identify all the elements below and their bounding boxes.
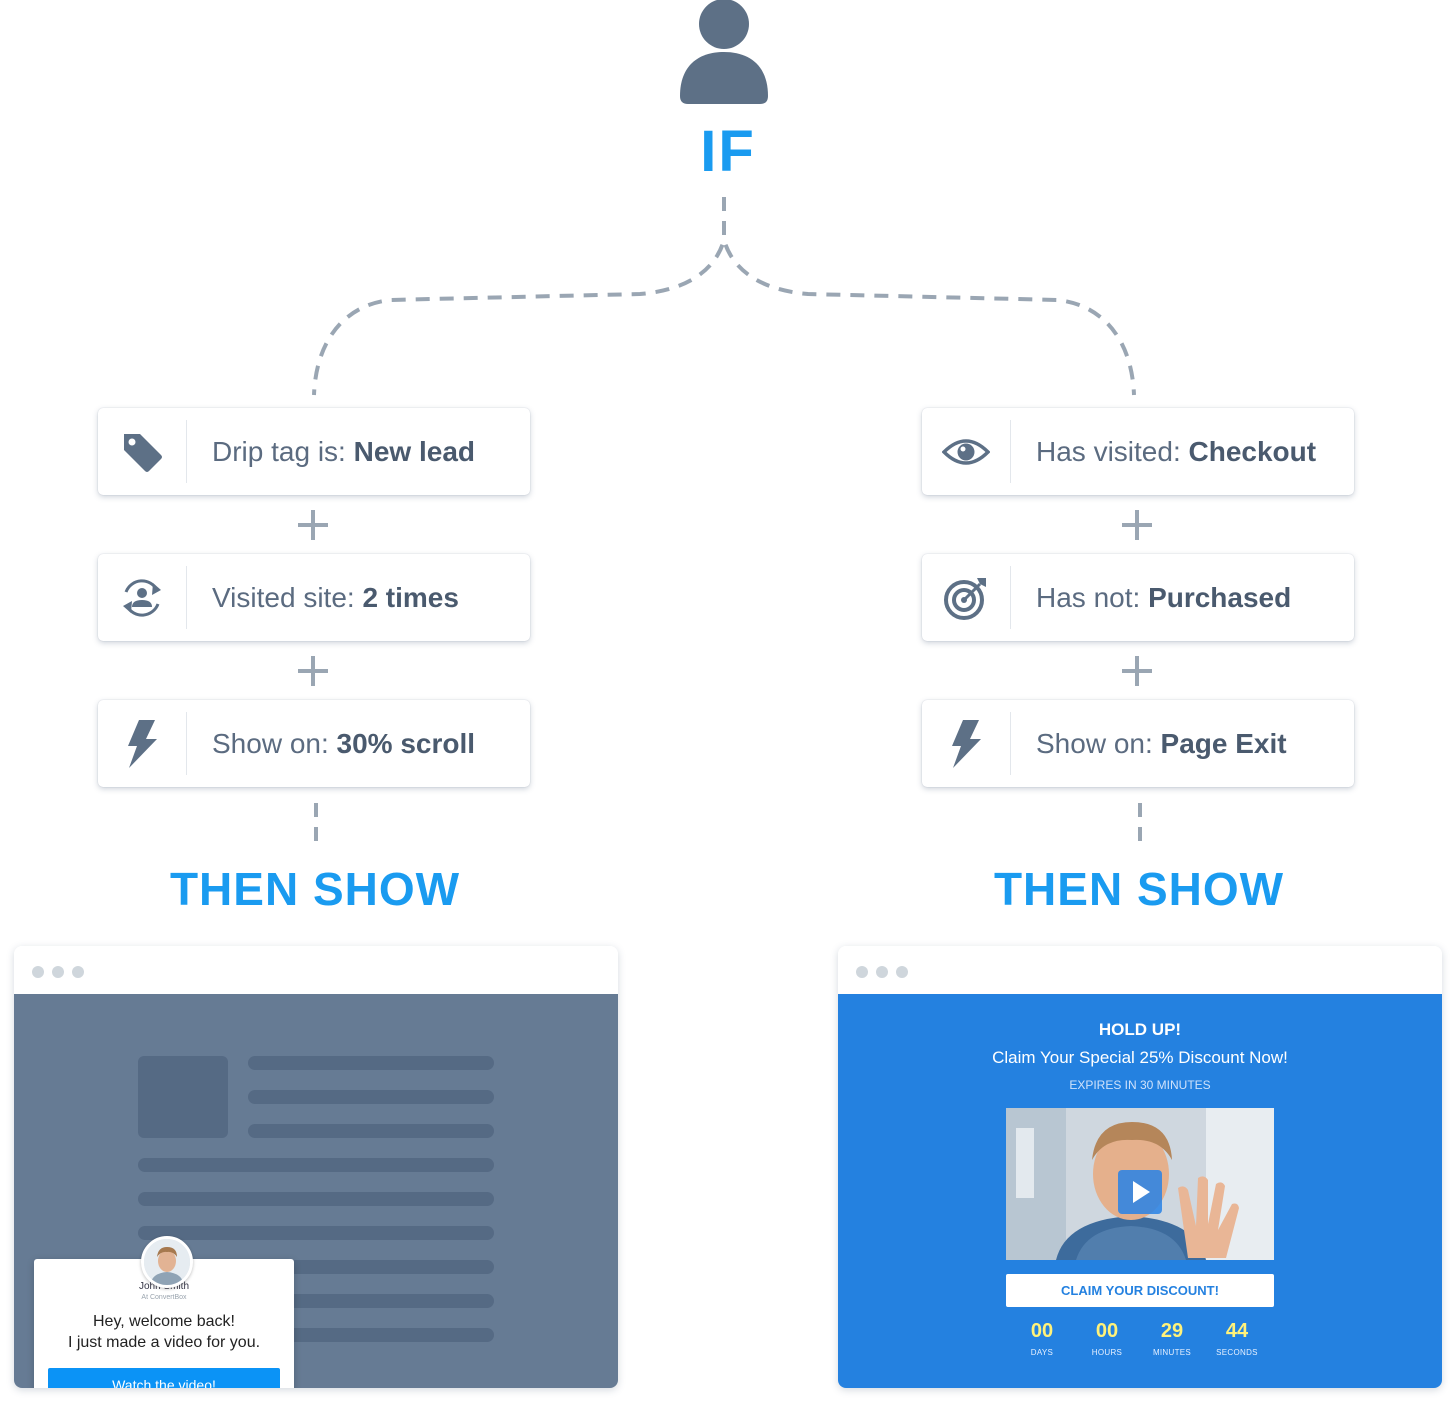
- text-line-placeholder: [138, 1192, 494, 1206]
- countdown-hours-label: HOURS: [1091, 1348, 1123, 1357]
- eye-icon: [942, 438, 990, 465]
- window-dot: [32, 966, 44, 978]
- plus-icon: [298, 656, 328, 686]
- video-thumbnail[interactable]: [1006, 1108, 1274, 1260]
- lightning-icon: [128, 719, 157, 768]
- browser-titlebar: [838, 946, 1442, 994]
- page-skeleton: John Smith At ConvertBox Hey, welcome ba…: [14, 994, 618, 1388]
- watch-video-button[interactable]: Watch the video!: [48, 1368, 280, 1388]
- play-icon: [1133, 1181, 1150, 1203]
- plus-icon: [1122, 656, 1152, 686]
- window-dot: [876, 966, 888, 978]
- condition-has-not-purchased[interactable]: Has not: Purchased: [922, 554, 1354, 641]
- connector-right: [722, 197, 1136, 396]
- popup-line-2: I just made a video for you.: [67, 1334, 261, 1351]
- condition-text: Has visited: Checkout: [1036, 436, 1317, 467]
- if-label: IF: [700, 119, 756, 184]
- browser-window-right: HOLD UP! Claim Your Special 25% Discount…: [838, 946, 1442, 1388]
- image-placeholder: [138, 1056, 228, 1138]
- countdown-minutes: 29: [1160, 1320, 1184, 1342]
- text-line-placeholder: [138, 1226, 494, 1240]
- author-subtitle: At ConvertBox: [141, 1294, 187, 1301]
- condition-drip-tag[interactable]: Drip tag is: New lead: [98, 408, 530, 495]
- condition-show-on-scroll[interactable]: Show on: 30% scroll: [98, 700, 530, 787]
- promo-subheadline: Claim Your Special 25% Discount Now!: [992, 1048, 1288, 1067]
- text-line-placeholder: [248, 1090, 494, 1104]
- window-dot: [856, 966, 868, 978]
- condition-text: Show on: 30% scroll: [212, 728, 476, 759]
- discount-promo: HOLD UP! Claim Your Special 25% Discount…: [838, 994, 1442, 1388]
- countdown-hours: 00: [1095, 1320, 1119, 1342]
- popup-line-1: Hey, welcome back!: [93, 1313, 235, 1330]
- then-show-left: THEN SHOW: [169, 863, 461, 915]
- plus-icon: [1122, 510, 1152, 540]
- user-icon: [680, 0, 768, 104]
- avatar-photo-icon: [144, 1239, 190, 1285]
- browser-window-left: John Smith At ConvertBox Hey, welcome ba…: [14, 946, 618, 1388]
- countdown-days: 00: [1030, 1320, 1054, 1342]
- text-line-placeholder: [248, 1124, 494, 1138]
- countdown-seconds: 44: [1225, 1320, 1249, 1342]
- condition-text: Show on: Page Exit: [1036, 728, 1287, 759]
- then-show-right: THEN SHOW: [993, 863, 1285, 915]
- countdown-days-label: DAYS: [1030, 1348, 1054, 1357]
- condition-has-visited[interactable]: Has visited: Checkout: [922, 408, 1354, 495]
- promo-expires: EXPIRES IN 30 MINUTES: [1069, 1078, 1211, 1092]
- text-line-placeholder: [138, 1158, 494, 1172]
- tag-icon: [124, 433, 162, 472]
- target-icon: [944, 577, 986, 620]
- claim-discount-button[interactable]: CLAIM YOUR DISCOUNT!: [1006, 1274, 1274, 1307]
- text-line-placeholder: [248, 1056, 494, 1070]
- condition-text: Drip tag is: New lead: [212, 436, 475, 467]
- window-dot: [72, 966, 84, 978]
- promo-headline: HOLD UP!: [1098, 1020, 1182, 1039]
- countdown-minutes-label: MINUTES: [1152, 1348, 1192, 1357]
- play-button[interactable]: [1118, 1170, 1162, 1214]
- window-dot: [52, 966, 64, 978]
- countdown-seconds-label: SECONDS: [1216, 1348, 1258, 1357]
- condition-visited-site[interactable]: Visited site: 2 times: [98, 554, 530, 641]
- window-dot: [896, 966, 908, 978]
- lightning-icon: [952, 719, 981, 768]
- condition-show-on-exit[interactable]: Show on: Page Exit: [922, 700, 1354, 787]
- condition-text: Visited site: 2 times: [212, 582, 459, 613]
- avatar: [141, 1236, 193, 1288]
- plus-icon: [298, 510, 328, 540]
- browser-titlebar: [14, 946, 618, 994]
- connector-left: [312, 197, 726, 396]
- condition-text: Has not: Purchased: [1036, 582, 1292, 613]
- returning-visitor-icon: [123, 578, 161, 617]
